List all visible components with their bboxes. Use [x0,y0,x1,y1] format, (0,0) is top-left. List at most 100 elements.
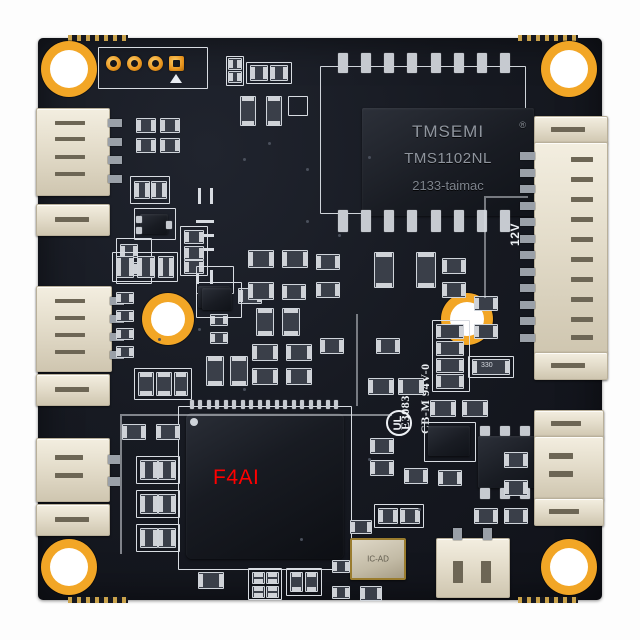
silk-trace-5 [484,196,528,198]
smd-cap-34 [316,282,340,298]
connector-left-2[interactable] [36,204,110,236]
smd-cap-67 [504,508,528,524]
pcb-board: TMSEMI ® TMS1102NL 2133-taimac 12V E3083… [36,35,608,603]
via-6 [243,388,246,391]
silk-mark-6 [196,270,199,284]
mounting-hole-top-left [50,50,88,88]
silk-mark-5 [196,248,214,251]
smd-cap-19 [137,256,155,278]
smd-cap-72 [140,494,158,514]
smd-cap-68 [504,480,528,496]
connector-right-top[interactable] [534,116,608,144]
connector-right-small[interactable] [534,436,604,500]
via-3 [306,168,309,171]
smd-cap-5 [240,96,256,126]
smd-cap-79 [266,572,279,584]
smd-cap-85 [332,586,350,599]
smd-cap-82 [290,572,303,592]
smd-cap-40 [206,356,224,386]
silk-trace-2 [120,414,122,554]
smd-cap-87 [350,520,372,534]
smd-cap-81 [266,586,279,598]
main-ic-pins-top [338,53,510,73]
resistor-330-outline [468,356,514,378]
smd-cap-27 [210,332,228,344]
header-silk-outline [98,47,208,89]
smd-outline-5 [180,226,208,276]
smd-cap-75 [158,528,176,548]
crystal-marking: IC-AD [367,554,389,564]
smd-outline-2 [246,62,292,84]
smd-cap-88 [378,508,398,524]
board-edge-tab-top-right [518,35,578,41]
smd-cap-73 [158,494,176,514]
smd-outline-14 [248,568,282,600]
header-pad-1 [106,56,121,71]
processor-pins-top [190,400,338,409]
smd-cap-61 [462,400,488,417]
header-pad-4 [169,56,184,71]
smd-cap-11 [134,181,150,199]
via-4 [338,234,341,237]
smd-cap-22 [116,310,134,322]
via-1 [243,158,246,161]
smd-outline-10 [432,320,470,392]
smd-cap-24 [116,346,134,358]
mid-ic-sot-2 [202,288,232,310]
smd-cap-32 [282,284,306,300]
smd-outline-11 [136,456,180,484]
smd-cap-47 [374,252,394,288]
connector-right-small-top[interactable] [534,410,604,438]
via-11 [368,156,371,159]
smd-cap-10 [160,138,180,153]
connector-right-bottom-cap[interactable] [534,352,608,380]
smd-cap-39 [320,338,344,354]
smd-outline-16 [374,504,424,528]
processor-pin1-dot-icon [190,418,198,426]
connector-left-4[interactable] [36,374,110,406]
mounting-hole-top-right [550,50,588,88]
smd-outline-7 [112,252,178,282]
connector-left-1[interactable] [36,108,110,196]
connector-right-main[interactable] [534,142,608,354]
smd-cap-56 [474,296,498,311]
smd-cap-78 [252,572,265,584]
smd-outline-13 [136,524,180,552]
smd-cap-83 [305,572,318,592]
smd-cap-12 [151,181,167,199]
smd-outline-15 [286,568,322,596]
connector-bottom-power-pins [442,528,502,540]
smd-cap-33 [316,254,340,270]
transistor-pin-2 [136,227,142,234]
smd-cap-66 [474,508,498,524]
right-small-ic [428,426,470,456]
mounting-hole-center-left [151,302,185,336]
board-edge-tab-top-left [68,35,128,41]
connector-bottom-power[interactable] [436,538,510,598]
smd-cap-48 [416,252,436,288]
board-edge-tab-bottom-right [518,597,578,603]
silk-mark-1 [198,188,201,204]
processor-silk-outline [178,406,352,570]
smd-cap-58 [368,378,394,395]
smd-cap-20 [158,256,174,278]
silk-mark-3 [196,220,214,223]
resistor-330-code: 330 [481,362,493,369]
smd-cap-62 [370,438,394,454]
smd-cap-86 [360,586,382,601]
smd-cap-49 [442,258,466,274]
main-ic-brand: TMSEMI [411,122,485,141]
connector-left-3[interactable] [36,286,112,372]
resistor-330-body [472,359,510,375]
connector-right-small-bottom[interactable] [534,498,604,526]
transistor-pin-3 [166,221,172,229]
connector-left-6[interactable] [36,504,110,536]
transistor-sot23 [140,214,168,234]
connector-left-5[interactable] [36,438,110,502]
pin1-triangle-icon [170,74,182,83]
smd-cap-8 [160,118,180,133]
via-10 [306,220,309,223]
smd-cap-60 [430,400,456,417]
smd-cap-41 [230,356,248,386]
smd-cap-23 [116,328,134,340]
